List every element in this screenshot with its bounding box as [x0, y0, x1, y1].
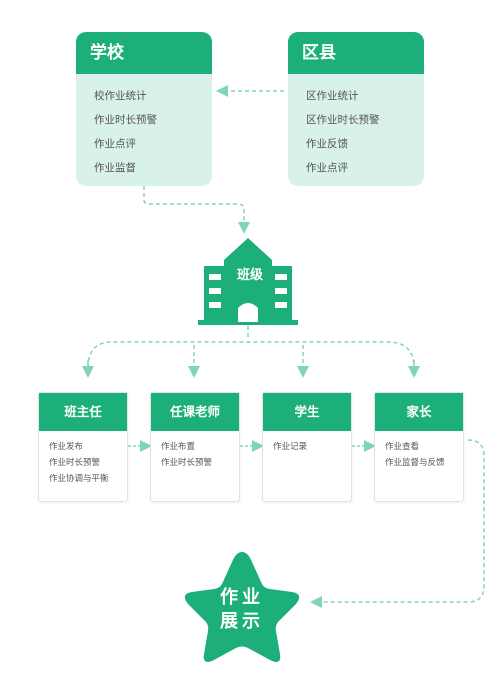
list-item: 作业时长预警: [161, 458, 213, 468]
role-title: 班主任: [39, 393, 127, 431]
list-item: 作业点评: [94, 138, 136, 150]
list-item: 作业时长预警: [94, 114, 157, 126]
list-item: 作业发布: [49, 442, 84, 452]
role-card-subject-teacher: 任课老师 作业布置 作业时长预警: [150, 392, 240, 502]
list-item: 作业协调与平衡: [49, 474, 109, 484]
role-card-student: 学生 作业记录: [262, 392, 352, 502]
role-item-list: 作业发布 作业时长预警 作业协调与平衡: [39, 431, 127, 487]
list-item: 作业反馈: [306, 138, 348, 150]
arrow-parent-to-display: [310, 439, 485, 608]
role-title: 家长: [375, 393, 463, 431]
role-card-parent: 家长 作业查看 作业监督与反馈: [374, 392, 464, 502]
list-item: 作业时长预警: [49, 458, 101, 468]
role-title: 学生: [263, 393, 351, 431]
display-label: 作业 展示: [200, 586, 284, 634]
list-item: 作业查看: [385, 442, 420, 452]
district-title: 区县: [288, 32, 424, 74]
list-item: 校作业统计: [94, 90, 147, 102]
list-item: 作业监督与反馈: [385, 458, 445, 468]
school-item-list: 校作业统计 作业时长预警 作业点评 作业监督: [76, 74, 212, 180]
star-icon: [184, 552, 300, 662]
list-item: 作业布置: [161, 442, 196, 452]
list-item: 作业点评: [306, 162, 348, 174]
list-item: 作业记录: [273, 442, 308, 452]
school-title: 学校: [76, 32, 212, 74]
school-card: 学校 校作业统计 作业时长预警 作业点评 作业监督: [76, 32, 212, 186]
arrow-school-to-class: [143, 186, 250, 234]
list-item: 区作业统计: [306, 90, 359, 102]
district-item-list: 区作业统计 区作业时长预警 作业反馈 作业点评: [288, 74, 424, 180]
list-item: 作业监督: [94, 162, 136, 174]
display-line-2: 展示: [220, 611, 264, 632]
role-item-list: 作业布置 作业时长预警: [151, 431, 239, 471]
district-card: 区县 区作业统计 区作业时长预警 作业反馈 作业点评: [288, 32, 424, 186]
role-card-head-teacher: 班主任 作业发布 作业时长预警 作业协调与平衡: [38, 392, 128, 502]
role-item-list: 作业记录: [263, 431, 351, 455]
list-item: 区作业时长预警: [306, 114, 380, 126]
role-title: 任课老师: [151, 393, 239, 431]
role-item-list: 作业查看 作业监督与反馈: [375, 431, 463, 471]
class-label: 班级: [236, 268, 263, 283]
display-line-1: 作业: [220, 587, 264, 608]
arrow-class-branch: [87, 326, 415, 369]
school-building-icon: [198, 238, 298, 325]
